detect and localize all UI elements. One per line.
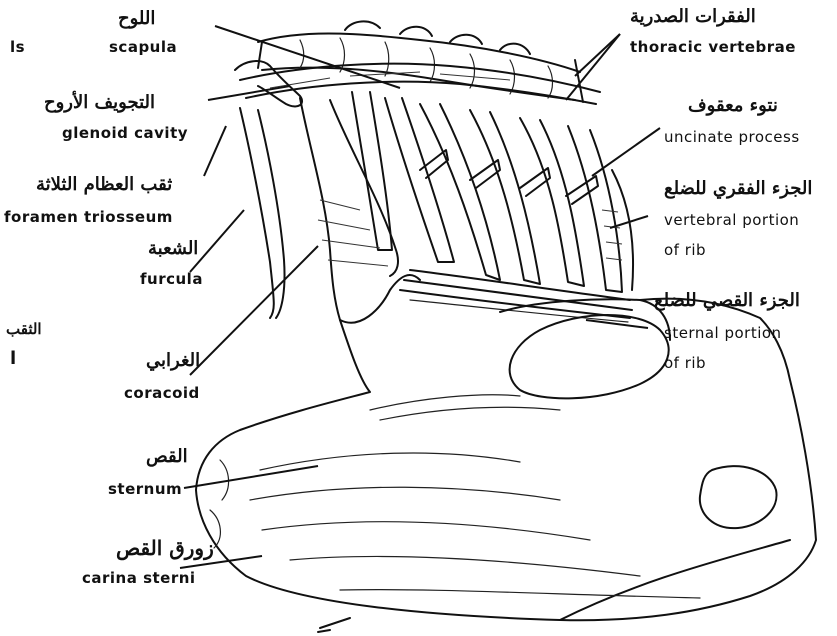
- sternum-label-ar: القص: [146, 448, 188, 466]
- coracoid-label-ar: الغرابي: [146, 352, 200, 370]
- furcula-label-en: furcula: [140, 272, 203, 287]
- sternum-label-en: sternum: [108, 482, 182, 497]
- rib-vertebral-portions-drawing: [352, 92, 633, 292]
- sternal-portion-label-en-2: of rib: [664, 356, 706, 371]
- sternal-portion-label-en-1: sternal portion: [664, 326, 782, 341]
- leader-lines: [180, 26, 660, 568]
- thoracic-vertebrae-label-ar: الفقرات الصدرية: [630, 8, 756, 26]
- rib-sternal-portions-drawing: [400, 270, 632, 322]
- shoulder-girdle-drawing: [235, 61, 420, 323]
- margin-fragment-top-left: ls: [10, 40, 25, 55]
- sternum-drawing: [196, 299, 816, 621]
- foramen-triosseum-label-ar: ثقب العظام الثلاثة: [36, 176, 172, 194]
- scapula-label-en: scapula: [109, 40, 177, 55]
- thoracic-vertebrae-drawing: [258, 21, 583, 102]
- coracoid-label-en: coracoid: [124, 386, 200, 401]
- vertebral-portion-label-en-1: vertebral portion: [664, 213, 799, 228]
- vertebral-portion-label-ar: الجزء الفقري للضلع: [664, 180, 812, 198]
- foramen-triosseum-label-en: foramen triosseum: [4, 210, 173, 225]
- glenoid-cavity-label-ar: التجويف الأروح: [44, 94, 155, 112]
- scapula-label-ar: اللوح: [118, 10, 155, 28]
- thoracic-vertebrae-label-en: thoracic vertebrae: [630, 40, 796, 55]
- margin-fragment-left-mark: l: [10, 350, 17, 368]
- glenoid-cavity-label-en: glenoid cavity: [62, 126, 188, 141]
- stray-mark: [318, 618, 350, 632]
- furcula-label-ar: الشعبة: [148, 240, 198, 258]
- scapula-drawing: [240, 64, 600, 104]
- margin-fragment-left-ar: الثقب: [6, 322, 42, 337]
- vertebral-portion-label-en-2: of rib: [664, 243, 706, 258]
- sternal-portion-label-ar: الجزء القصي للضلع: [654, 292, 800, 310]
- uncinate-process-label-en: uncinate process: [664, 130, 800, 145]
- carina-sterni-label-en: carina sterni: [82, 571, 196, 586]
- uncinate-process-label-ar: نتوء معقوف: [688, 97, 778, 115]
- carina-sterni-label-ar: زورق القص: [116, 538, 214, 558]
